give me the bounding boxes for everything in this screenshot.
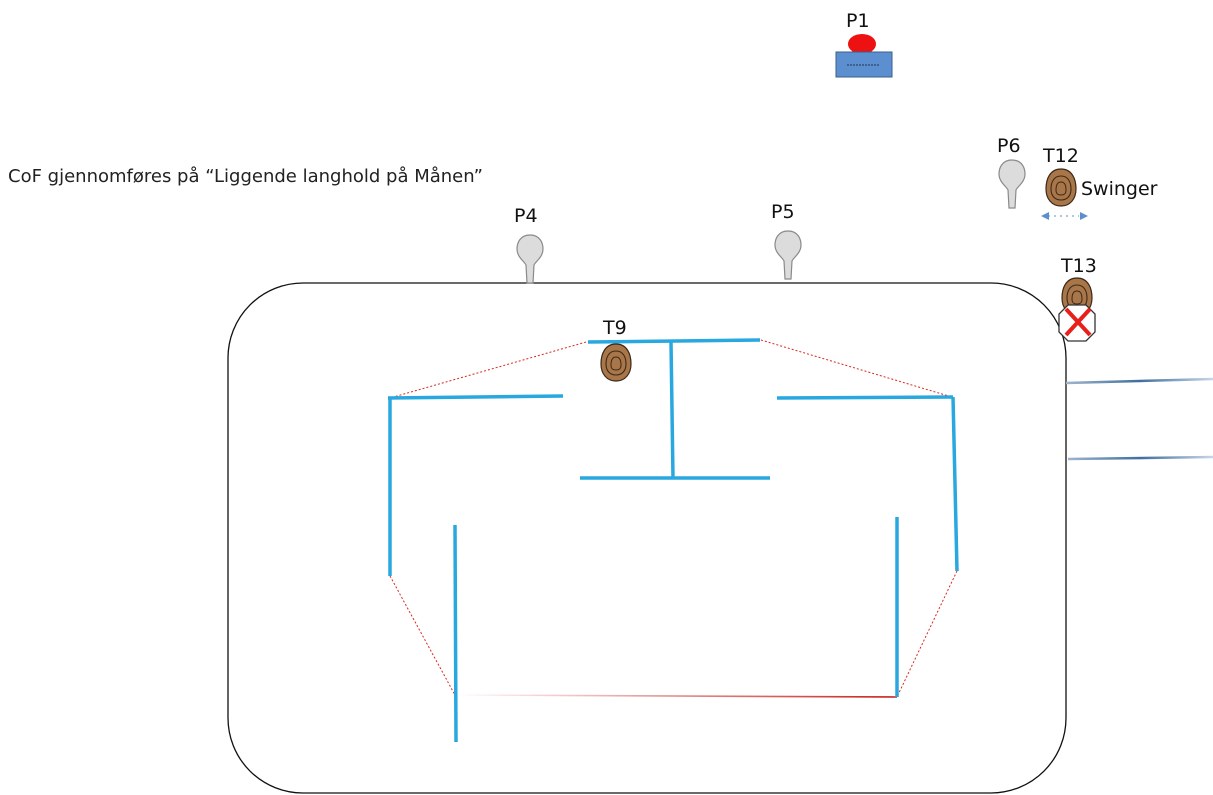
p1-marker-dot — [848, 34, 876, 54]
fault-line — [896, 570, 958, 698]
t13-label: T13 — [1060, 255, 1097, 277]
p1-label: P1 — [846, 10, 870, 32]
swinger-label: Swinger — [1081, 178, 1158, 200]
shooting-position-icon — [998, 159, 1026, 209]
p5-label: P5 — [771, 201, 795, 223]
fault-line — [454, 694, 898, 698]
t12-label: T12 — [1042, 145, 1079, 167]
right-boundary-line — [1065, 377, 1213, 385]
wall — [387, 394, 564, 400]
wall — [587, 338, 761, 344]
right-boundary-line — [1067, 455, 1213, 461]
shooting-position-icon — [774, 230, 802, 280]
t9-label: T9 — [602, 317, 627, 339]
steel-target-icon — [1045, 168, 1077, 207]
no-shoot-target-icon — [1058, 277, 1096, 342]
wall — [669, 341, 675, 479]
wall — [776, 395, 954, 400]
fault-line — [760, 339, 953, 398]
shooting-position-icon — [516, 234, 544, 284]
swing-arrows-icon — [1041, 212, 1088, 220]
fault-line — [389, 341, 587, 399]
walls — [387, 338, 959, 743]
wall — [951, 396, 959, 572]
p6-label: P6 — [997, 135, 1021, 157]
arena-boundary — [227, 282, 1067, 794]
fault-line — [389, 575, 456, 696]
steel-target-icon — [600, 343, 632, 382]
wall — [453, 524, 458, 743]
stage-note: CoF gjennomføres på “Liggende langhold p… — [8, 166, 483, 187]
p4-label: P4 — [514, 205, 538, 227]
start-table-icon — [835, 34, 893, 78]
